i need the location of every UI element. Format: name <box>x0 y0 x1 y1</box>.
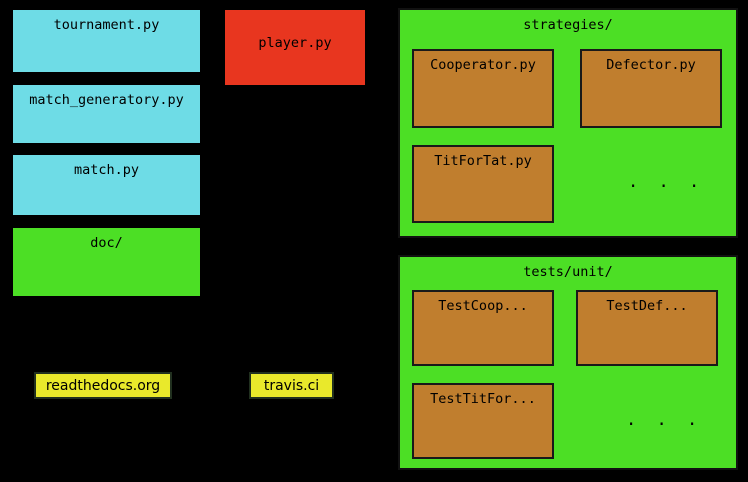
more-files-ellipsis: . . . <box>626 410 703 430</box>
module-label: player.py <box>258 35 332 51</box>
module-label: match_generatory.py <box>29 92 184 108</box>
file-box-testtitfor[interactable]: TestTitFor... <box>412 383 554 459</box>
package-panel-strategies[interactable]: strategies/ Cooperator.py Defector.py Ti… <box>398 8 738 238</box>
file-box-testcoop[interactable]: TestCoop... <box>412 290 554 366</box>
module-box-player[interactable]: player.py <box>225 10 365 85</box>
file-box-defector[interactable]: Defector.py <box>580 49 722 128</box>
module-box-tournament[interactable]: tournament.py <box>13 10 200 72</box>
service-label: readthedocs.org <box>45 377 161 394</box>
panel-title: strategies/ <box>523 17 613 33</box>
file-label: TitForTat.py <box>434 153 532 169</box>
file-box-cooperator[interactable]: Cooperator.py <box>412 49 554 128</box>
module-box-match[interactable]: match.py <box>13 155 200 215</box>
package-panel-tests-unit[interactable]: tests/unit/ TestCoop... TestDef... TestT… <box>398 255 738 470</box>
file-label: TestTitFor... <box>430 391 536 407</box>
package-box-doc[interactable]: doc/ <box>13 228 200 296</box>
module-label: match.py <box>73 162 140 178</box>
file-box-titfortat[interactable]: TitForTat.py <box>412 145 554 223</box>
file-label: Defector.py <box>606 57 696 73</box>
file-box-testdef[interactable]: TestDef... <box>576 290 718 366</box>
service-label: travis.ci <box>263 377 320 394</box>
more-files-ellipsis: . . . <box>628 172 705 192</box>
file-label: Cooperator.py <box>430 57 536 73</box>
service-badge-travisci[interactable]: travis.ci <box>249 372 334 399</box>
module-box-match-generatory[interactable]: match_generatory.py <box>13 85 200 143</box>
file-label: TestCoop... <box>438 298 528 314</box>
file-label: TestDef... <box>606 298 688 314</box>
service-badge-readthedocs[interactable]: readthedocs.org <box>34 372 172 399</box>
module-label: tournament.py <box>53 17 160 33</box>
package-label: doc/ <box>90 235 123 251</box>
panel-title: tests/unit/ <box>523 264 613 280</box>
